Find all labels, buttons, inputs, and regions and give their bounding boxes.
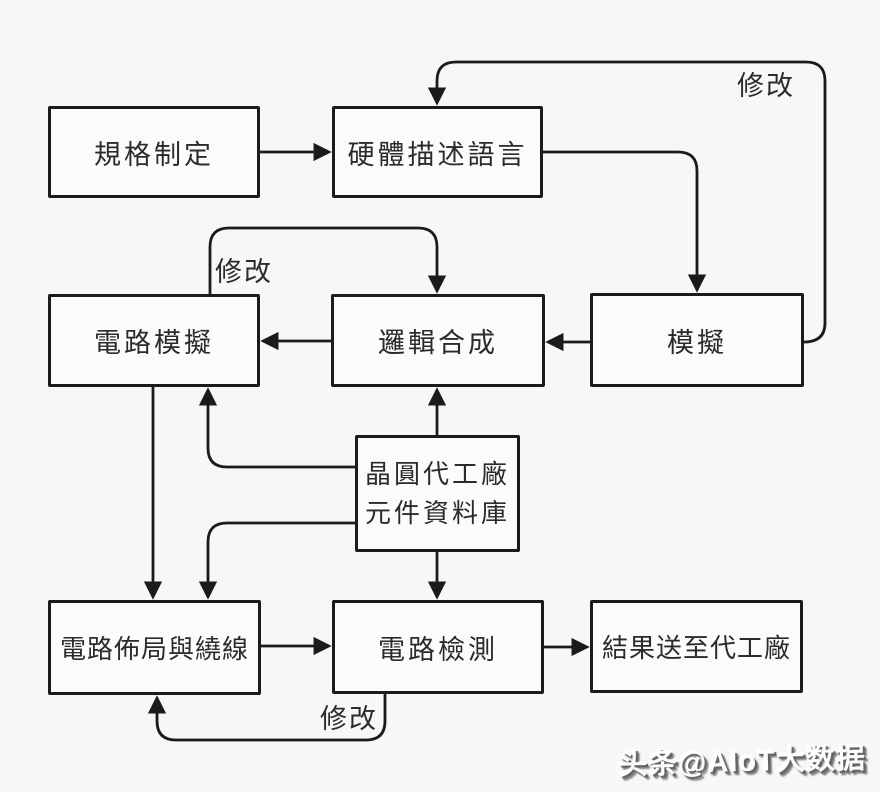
edge-label-modify-top: 修改 <box>737 71 795 101</box>
node-result-to-foundry: 結果送至代工廠 <box>590 600 803 693</box>
node-foundry-db-line1: 晶圓代工廠 <box>364 458 510 489</box>
node-layout-routing: 電路佈局與繞線 <box>48 600 261 695</box>
edge-hdl-to-sim <box>543 150 707 293</box>
edge-label-modify-middle: 修改 <box>215 257 273 287</box>
edge-label-modify-bottom: 修改 <box>320 704 378 734</box>
edge-db-to-circuit-sim <box>198 387 355 469</box>
node-circuit-test: 電路檢測 <box>332 600 544 694</box>
edge-sim-to-hdl-modify-loop <box>427 60 827 344</box>
edge-test-to-layout-modify-loop <box>147 694 387 742</box>
node-hdl: 硬體描述語言 <box>332 106 543 198</box>
node-simulation: 模擬 <box>590 293 804 387</box>
node-circuit-simulation: 電路模擬 <box>48 294 260 387</box>
edge-circuit-sim-to-logic-modify-loop <box>208 226 447 294</box>
node-foundry-db-line2: 元件資料庫 <box>364 497 510 528</box>
node-logic-synthesis: 邏輯合成 <box>331 294 545 387</box>
node-spec: 規格制定 <box>48 106 260 198</box>
node-foundry-component-database: 晶圓代工廠 元件資料庫 <box>355 435 520 552</box>
edge-db-to-layout <box>198 521 355 600</box>
